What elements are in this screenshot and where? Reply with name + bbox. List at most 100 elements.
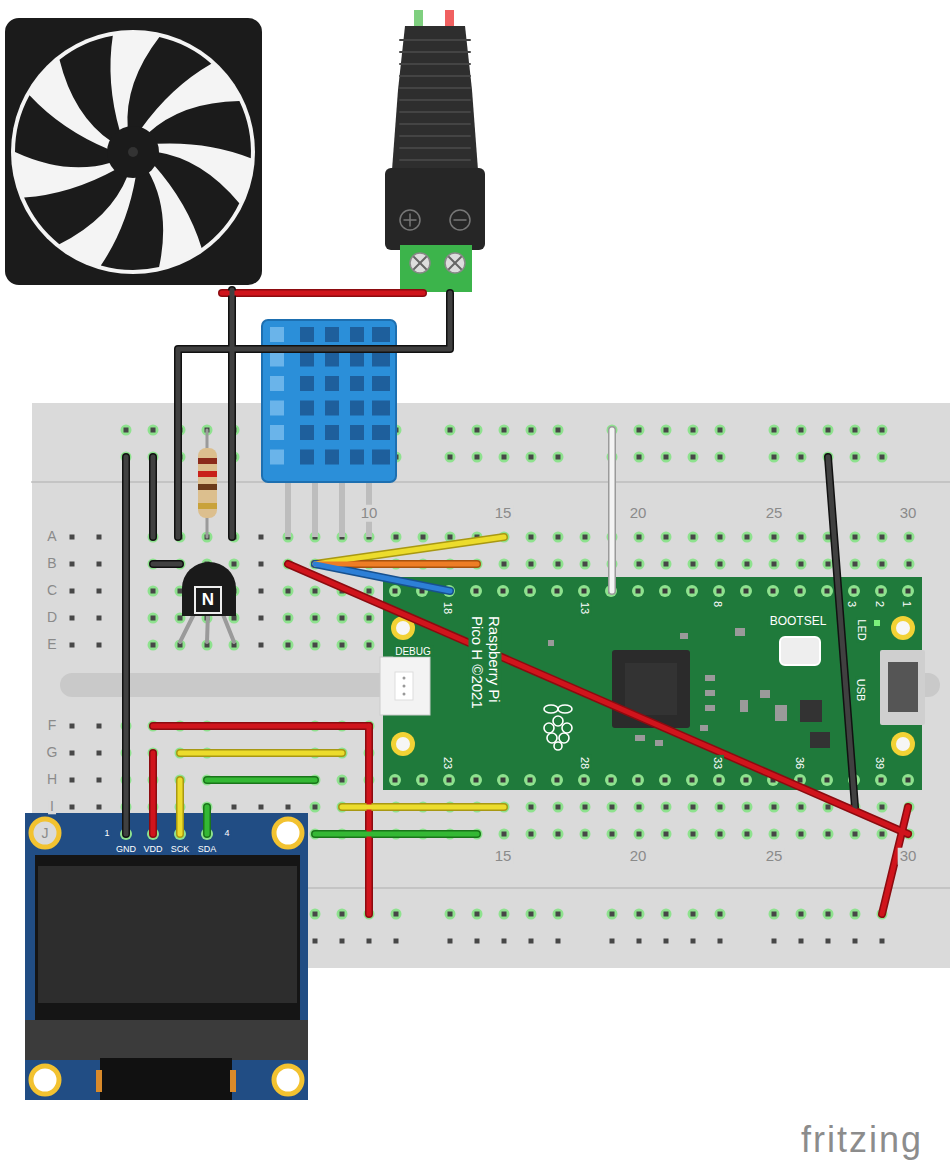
dc-jack — [400, 75, 470, 77]
resistor-symbol — [198, 448, 217, 518]
transistor-symbol — [222, 612, 234, 642]
humidity-sensor — [372, 450, 390, 465]
jumper-wires — [151, 753, 156, 834]
breadboard-holes — [448, 535, 453, 540]
breadboard-holes — [556, 562, 561, 567]
breadboard-holes — [421, 535, 426, 540]
breadboard-holes — [850, 532, 861, 543]
pico-board — [636, 589, 641, 594]
breadboard-holes — [70, 724, 75, 729]
breadboard-holes — [502, 912, 507, 917]
breadboard-holes — [553, 909, 564, 920]
breadboard-holes — [826, 562, 831, 567]
breadboard-holes — [850, 559, 861, 570]
breadboard-holes — [877, 829, 888, 840]
breadboard-holes — [580, 532, 591, 543]
breadboard-holes — [715, 909, 726, 920]
breadboard-holes — [637, 428, 642, 433]
breadboard-holes — [526, 452, 537, 463]
pico-board — [403, 677, 406, 680]
jumper-wires — [342, 803, 504, 811]
breadboard-holes — [583, 562, 588, 567]
breadboard-holes — [661, 559, 672, 570]
breadboard-holes — [529, 832, 534, 837]
breadboard-holes — [661, 829, 672, 840]
breadboard-holes — [772, 939, 777, 944]
breadboard-holes — [148, 640, 159, 651]
breadboard-holes — [499, 425, 510, 436]
pin-number: 36 — [794, 755, 806, 771]
breadboard-holes — [151, 428, 156, 433]
breadboard-holes — [769, 425, 780, 436]
pico-board — [393, 589, 398, 594]
breadboard-holes — [232, 616, 237, 621]
dc-jack — [454, 219, 466, 221]
humidity-sensor — [350, 450, 364, 465]
breadboard-holes — [529, 939, 534, 944]
breadboard-holes — [877, 425, 888, 436]
breadboard-holes — [340, 778, 345, 783]
pico-board — [501, 778, 506, 783]
breadboard-holes — [259, 562, 264, 567]
breadboard-holes — [688, 829, 699, 840]
breadboard-holes — [880, 455, 885, 460]
breadboard-holes — [229, 559, 240, 570]
column-number: 30 — [898, 505, 919, 522]
breadboard-holes — [340, 616, 345, 621]
humidity-sensor — [350, 352, 364, 367]
humidity-sensor — [350, 401, 364, 416]
breadboard-holes — [313, 939, 318, 944]
pico-board — [578, 585, 590, 597]
breadboard-holes — [826, 805, 831, 810]
jumper-wires — [203, 807, 211, 834]
breadboard-holes — [718, 562, 723, 567]
breadboard-holes — [337, 640, 348, 651]
breadboard-holes — [124, 428, 129, 433]
pico-board — [798, 778, 803, 783]
humidity-sensor — [270, 352, 284, 367]
breadboard-holes — [880, 832, 885, 837]
breadboard-holes — [178, 589, 183, 594]
breadboard-holes — [745, 562, 750, 567]
dc-jack — [385, 10, 485, 292]
breadboard-holes — [607, 829, 618, 840]
breadboard-holes — [691, 939, 696, 944]
pico-board — [555, 778, 560, 783]
breadboard-holes — [529, 455, 534, 460]
pico-board — [821, 774, 833, 786]
breadboard-holes — [880, 535, 885, 540]
pico-board — [798, 589, 803, 594]
jumper-wires — [153, 722, 369, 730]
breadboard-holes — [70, 562, 75, 567]
pico-board — [686, 585, 698, 597]
pico-board — [810, 732, 830, 748]
pico-board — [700, 725, 708, 731]
breadboard-holes — [340, 912, 345, 917]
breadboard-holes — [97, 643, 102, 648]
pico-board — [391, 732, 415, 756]
breadboard-holes — [823, 909, 834, 920]
pico-board — [717, 589, 722, 594]
jumper-wires — [124, 457, 129, 834]
breadboard-holes — [529, 805, 534, 810]
pico-board — [501, 589, 506, 594]
breadboard-holes — [796, 829, 807, 840]
pico-board — [655, 740, 663, 746]
pico-board — [686, 774, 698, 786]
breadboard-holes — [499, 909, 510, 920]
pico-board — [713, 774, 725, 786]
jumper-wires — [153, 562, 180, 567]
row-letter: I — [48, 799, 56, 814]
breadboard-holes — [661, 909, 672, 920]
breadboard-holes — [502, 428, 507, 433]
pico-board — [875, 585, 887, 597]
pico-board — [524, 585, 536, 597]
jumper-wires — [315, 832, 477, 837]
transistor-symbol — [180, 562, 236, 642]
pico-board — [821, 585, 833, 597]
dc-jack — [400, 245, 472, 292]
breadboard-holes — [691, 535, 696, 540]
pico-board — [659, 774, 671, 786]
breadboard-holes — [826, 912, 831, 917]
breadboard-holes — [796, 559, 807, 570]
